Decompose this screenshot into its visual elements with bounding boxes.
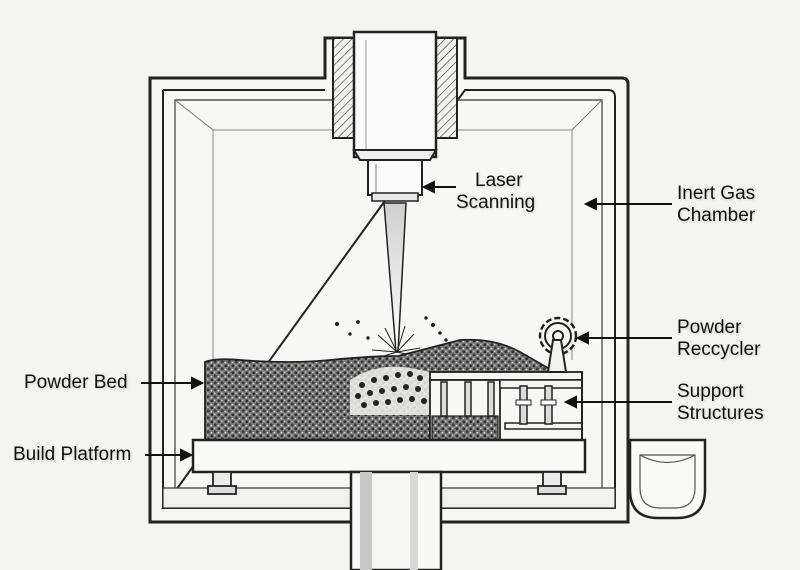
label-inert-gas-line1: Inert Gas bbox=[677, 183, 756, 204]
overflow-container bbox=[628, 438, 707, 520]
label-build-platform: Build Platform bbox=[13, 444, 132, 465]
laser-head bbox=[332, 30, 458, 202]
callout-arrows bbox=[141, 180, 672, 462]
powder-recycler-gear-icon bbox=[538, 316, 578, 373]
support-structures bbox=[429, 371, 583, 441]
label-powder-recycler-line1: Powder bbox=[677, 317, 742, 338]
label-laser-scanning-line2: Scanning bbox=[456, 192, 536, 213]
label-powder-bed: Powder Bed bbox=[24, 372, 128, 393]
powder-bed bbox=[204, 338, 559, 441]
label-laser-scanning-line1: Laser bbox=[475, 170, 523, 191]
label-inert-gas-line2: Chamber bbox=[677, 205, 756, 226]
label-support-structures-line2: Structures bbox=[677, 403, 764, 424]
label-support-structures-line1: Support bbox=[677, 381, 744, 402]
laser-sparks bbox=[334, 316, 448, 361]
build-platform bbox=[191, 438, 587, 570]
label-powder-recycler-line2: Reccycler bbox=[677, 339, 761, 360]
